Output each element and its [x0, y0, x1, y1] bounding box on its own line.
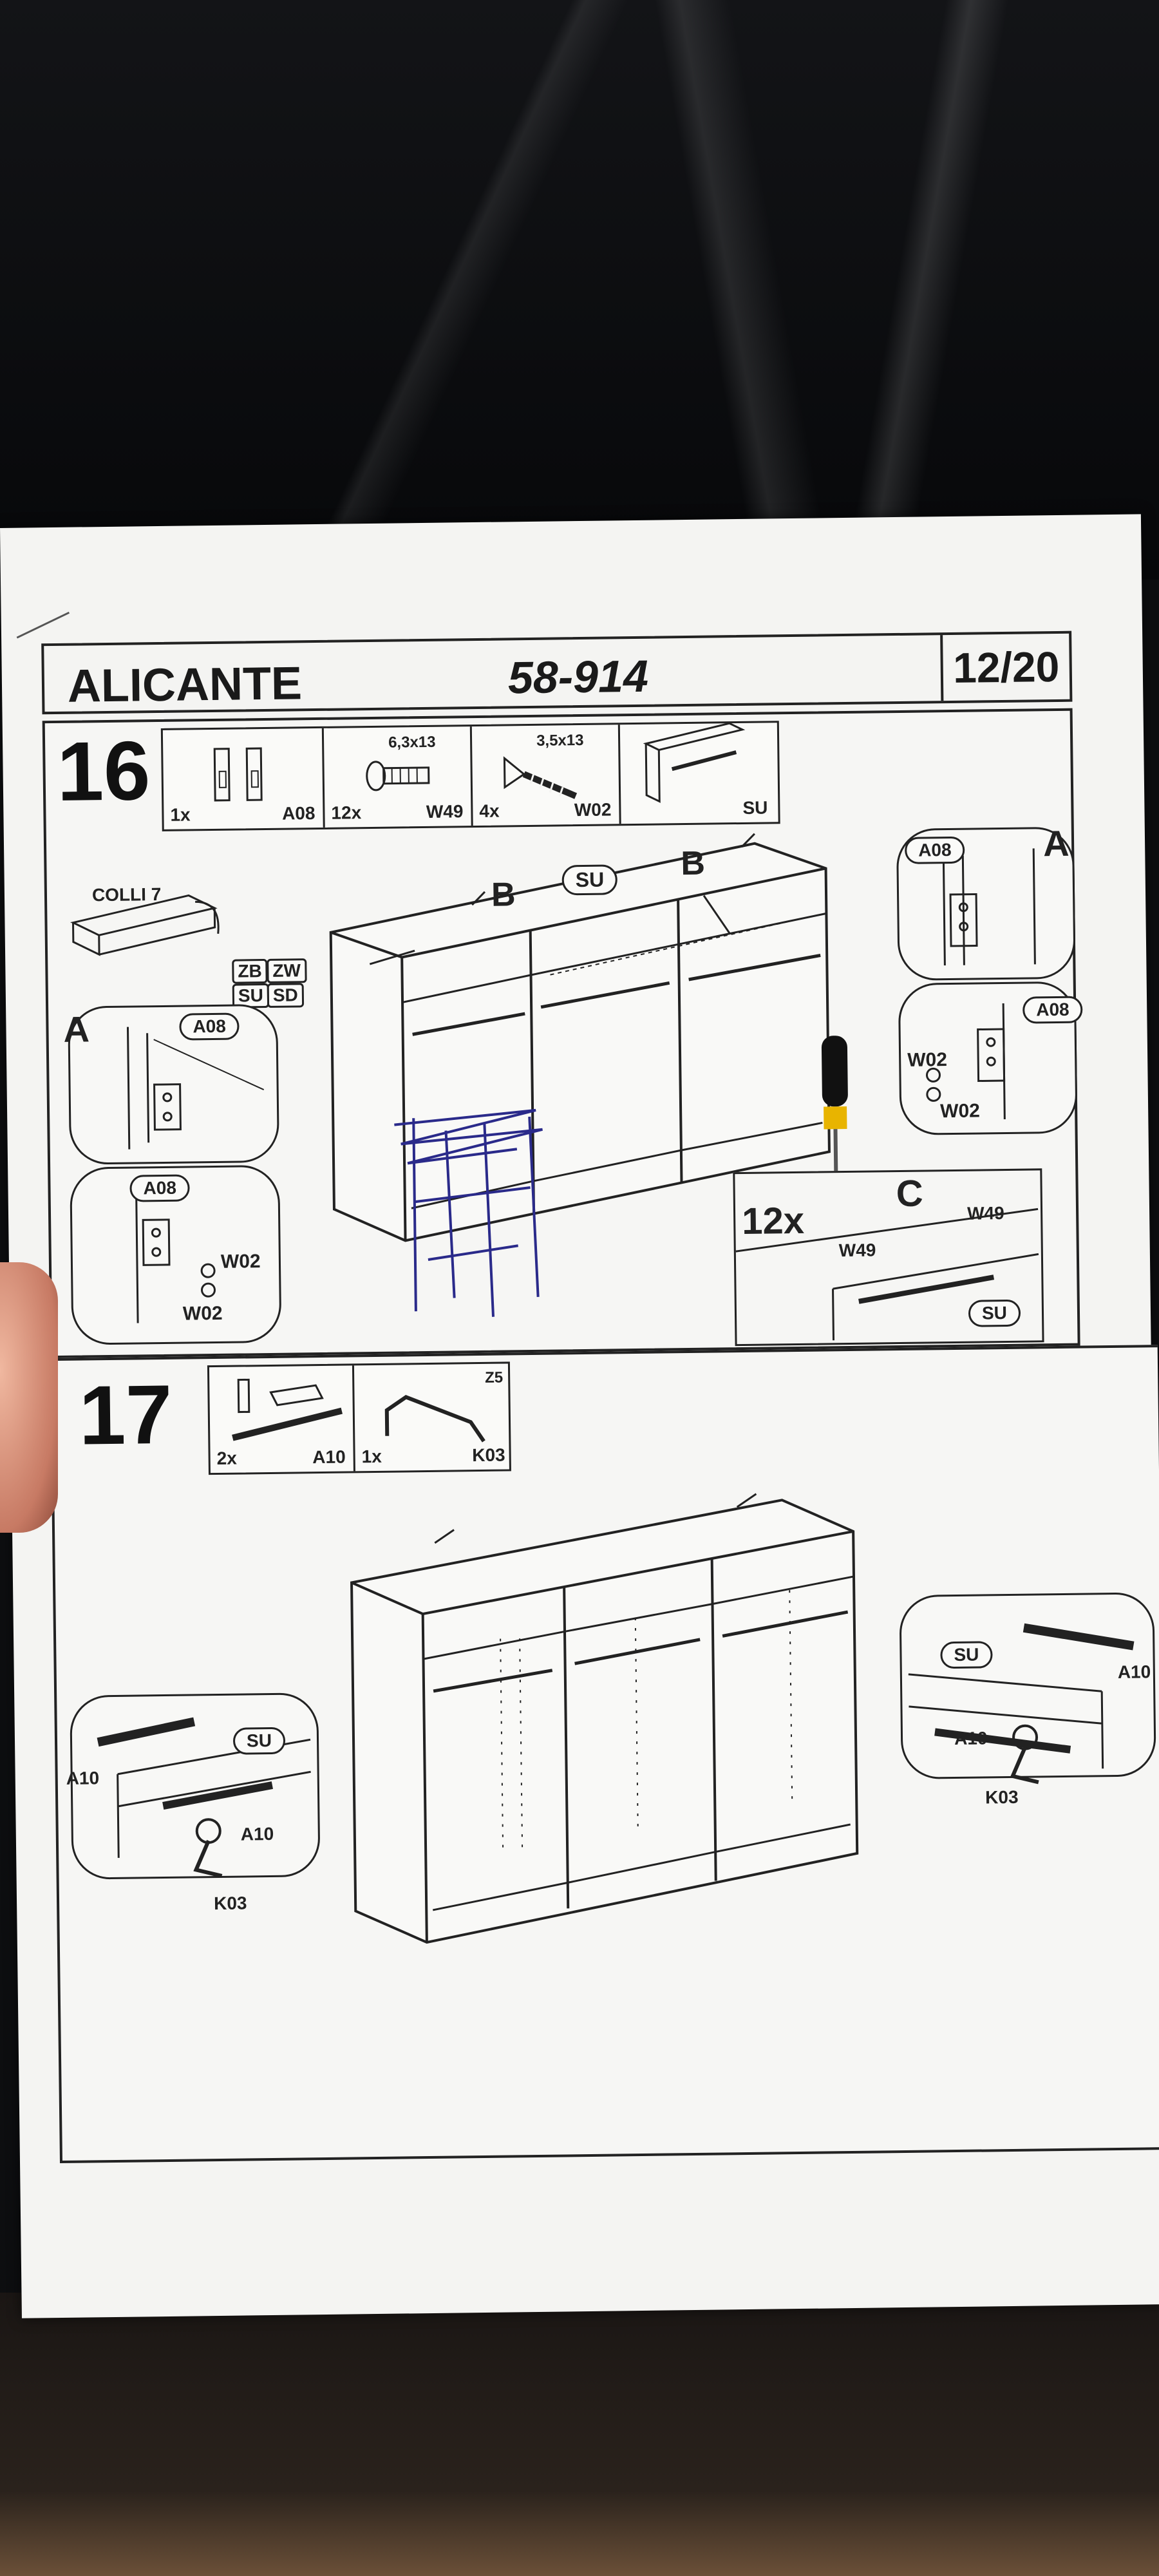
a10-label: A10 — [66, 1768, 100, 1788]
su-label: SU — [968, 1299, 1021, 1327]
su-label: SU — [561, 864, 618, 896]
screw-count: 12x — [741, 1199, 805, 1243]
detail-a-right: A08 A — [896, 823, 1076, 981]
k03-label: K03 — [985, 1786, 1019, 1808]
part-w02-cell: 3,5x13 4x W02 — [471, 724, 621, 826]
page-number: 12/20 — [940, 633, 1070, 701]
step-16-number: 16 — [56, 723, 151, 819]
arrow-b-left: B — [491, 876, 516, 914]
part-a08-cell: 1x A08 — [162, 728, 325, 829]
part-k03-cell: Z5 1x K03 — [354, 1363, 513, 1471]
black-plastic-background — [0, 0, 1159, 580]
w02-label: W02 — [182, 1302, 223, 1325]
part-qty: 4x — [479, 800, 500, 821]
header-bar: ALICANTE 58-914 12/20 — [41, 630, 1073, 715]
part-qty: 12x — [331, 802, 362, 823]
part-su-cell: SU — [620, 722, 776, 824]
bracket-detail-icon — [126, 1027, 265, 1150]
wardrobe-drawing-16 — [329, 833, 831, 1242]
pencil-mark — [16, 611, 70, 639]
part-id: SU — [742, 797, 768, 818]
detail-c-letter: C — [896, 1172, 924, 1215]
w49-label: W49 — [966, 1203, 1004, 1224]
arrow-b-right: B — [681, 844, 706, 883]
package-code-zb: ZB — [232, 958, 268, 984]
lever-icon — [232, 1378, 343, 1441]
su-label: SU — [232, 1727, 286, 1755]
rail-detail-icon — [735, 1208, 1039, 1341]
step-17-panel: 17 2x A10 Z5 1x K03 — [50, 1345, 1159, 2164]
detail-17-right: SU A10 A10 — [899, 1592, 1156, 1785]
package-icon — [70, 894, 220, 956]
part-qty: 2x — [216, 1448, 238, 1468]
colli-label: COLLI 7 — [91, 884, 162, 905]
package-code-sd: SD — [267, 983, 305, 1008]
bolt-icon — [366, 761, 430, 791]
su-label: SU — [940, 1641, 993, 1669]
package-code-zw: ZW — [267, 958, 307, 983]
a10-label: A10 — [1117, 1662, 1151, 1682]
detail-17-left: SU A10 A10 — [66, 1692, 321, 1880]
step-16-parts-list: 1x A08 6,3x13 12x W49 3,5x13 — [160, 721, 780, 831]
step-16-panel: 16 1x A08 6,3x13 — [42, 708, 1083, 1359]
part-a10-cell: 2x A10 — [209, 1365, 355, 1473]
floor-background — [0, 2293, 1159, 2576]
detail-w02-left: A08 W02 W02 — [70, 1164, 282, 1345]
detail-a-left: A A08 — [63, 1003, 280, 1165]
part-w49-cell: 6,3x13 12x W49 — [323, 726, 473, 828]
a08-tag: A08 — [129, 1174, 191, 1202]
bracket-detail-icon — [942, 848, 1036, 966]
step-17-number: 17 — [78, 1367, 173, 1463]
part-qty: 1x — [170, 804, 191, 825]
part-id: W49 — [426, 801, 464, 822]
detail-a-letter: A — [1042, 822, 1069, 864]
part-id: W02 — [574, 799, 612, 820]
wardrobe-drawing-17 — [350, 1493, 859, 1944]
a10-label: A10 — [954, 1728, 988, 1749]
product-title: ALICANTE — [67, 658, 303, 712]
part-id: A08 — [281, 803, 316, 824]
detail-a-letter: A — [63, 1009, 90, 1050]
a10-label: A10 — [240, 1823, 274, 1844]
a08-tag: A08 — [1022, 996, 1083, 1024]
rail-icon — [643, 722, 746, 803]
w02-label: W02 — [907, 1049, 948, 1071]
detail-c: 12x C W49 W49 SU — [733, 1168, 1044, 1347]
product-code: 58-914 — [507, 650, 649, 703]
a08-tag: A08 — [904, 836, 965, 864]
instruction-sheet: ALICANTE 58-914 12/20 16 1x A08 6,3x13 — [0, 514, 1159, 2318]
step-17-parts-list: 2x A10 Z5 1x K03 — [207, 1361, 511, 1475]
w49-label: W49 — [838, 1240, 876, 1261]
screw-icon — [503, 756, 578, 799]
w02-label: W02 — [939, 1100, 981, 1122]
hinge-adjust-icon — [908, 1623, 1135, 1785]
detail-w02-right: A08 W02 W02 — [898, 981, 1083, 1135]
part-dim: 6,3x13 — [388, 733, 436, 752]
hinge-adjust-icon — [97, 1717, 311, 1878]
bracket-screws-icon — [925, 1003, 1006, 1120]
k03-label: K03 — [213, 1893, 247, 1914]
bracket-screws-icon — [135, 1188, 216, 1323]
bracket-icon — [213, 747, 263, 802]
pen-scribble — [394, 1108, 543, 1317]
hex-key-icon — [384, 1395, 485, 1443]
a08-tag: A08 — [179, 1012, 240, 1041]
thumb — [0, 1262, 58, 1533]
part-dim: 3,5x13 — [536, 731, 584, 750]
w02-label: W02 — [220, 1251, 261, 1273]
